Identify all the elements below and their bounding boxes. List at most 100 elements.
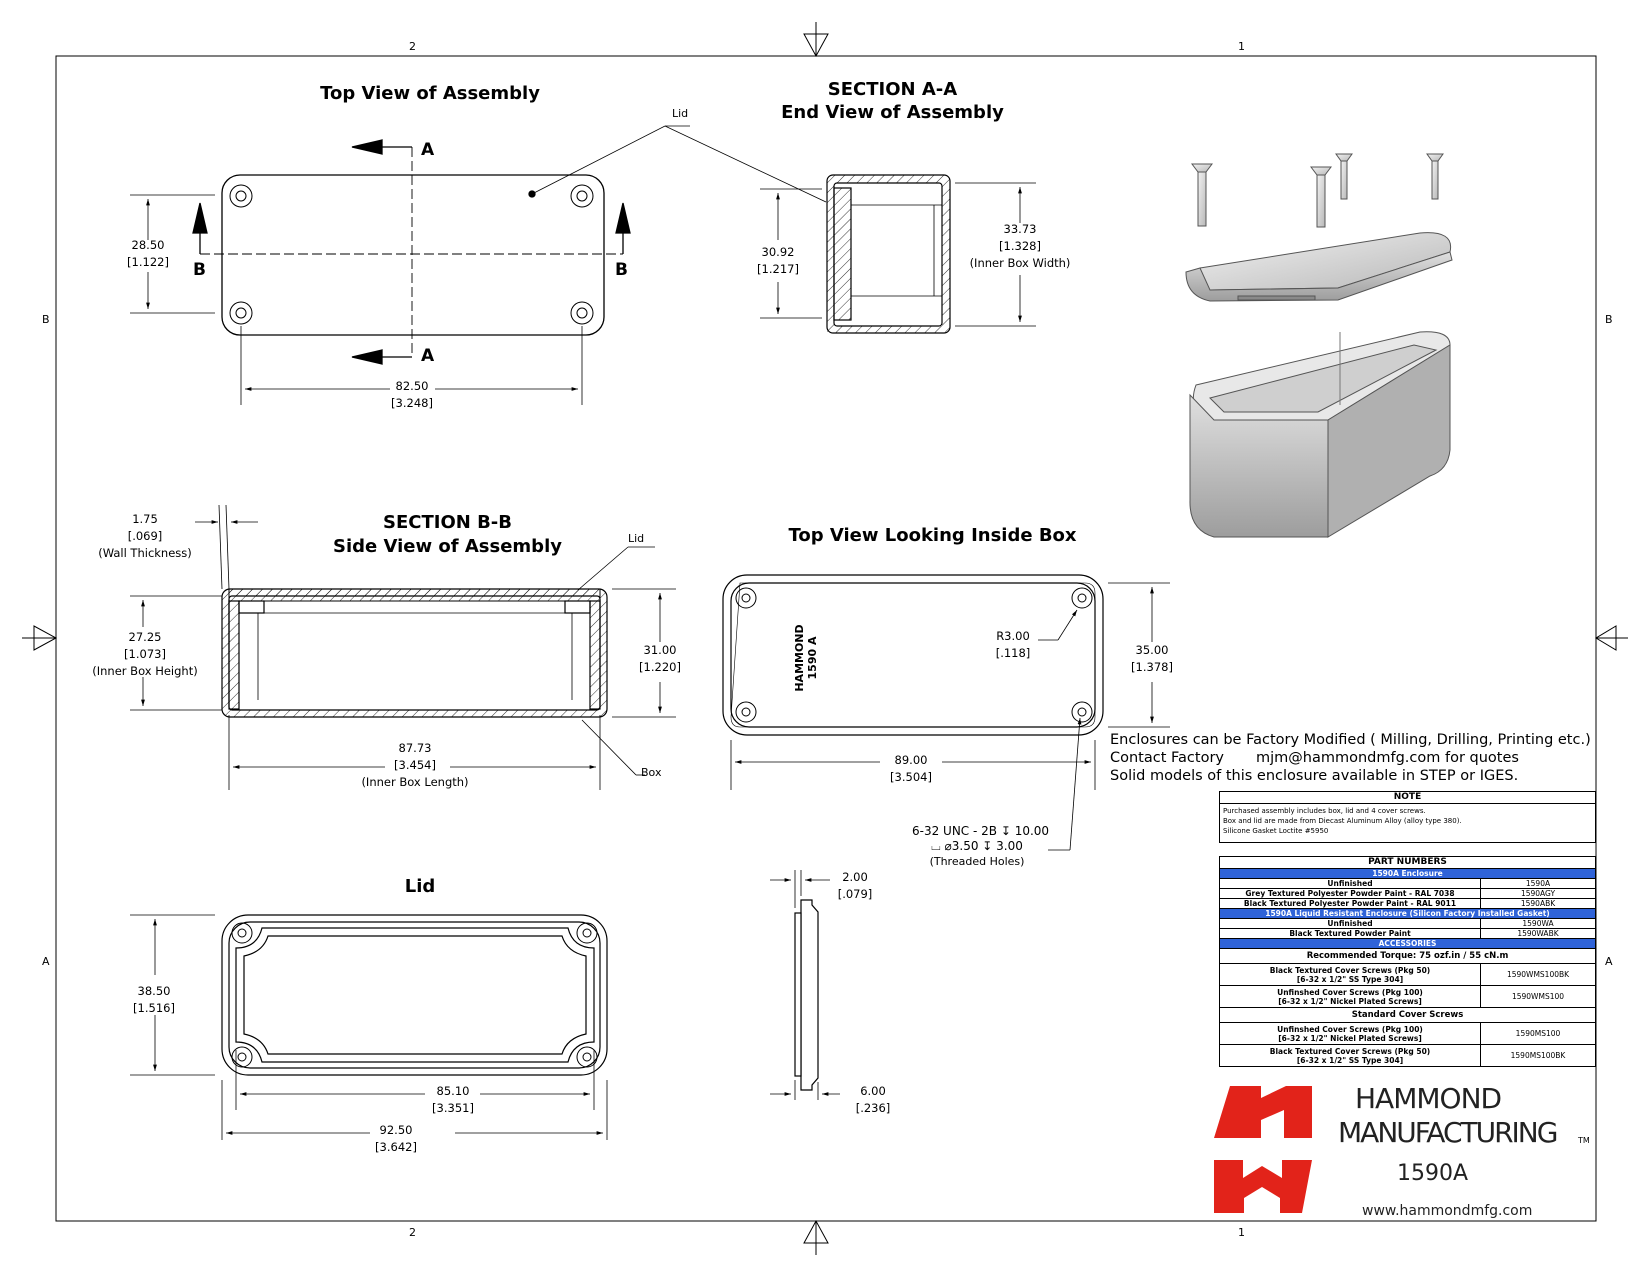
isometric-render [1185,153,1453,538]
part-desc: Unfinshed Cover Screws (Pkg 100)[6-32 x … [1219,985,1481,1008]
section-bb-drawing [130,504,676,790]
dim-inner-length: 87.73 [3.454] (Inner Box Length) [355,740,475,791]
cover-screw [1426,153,1444,200]
standard-screws-header: Standard Cover Screws [1219,1007,1596,1023]
ruler-row-b-right: B [1605,313,1613,326]
dim-note: (Inner Box Width) [969,256,1071,270]
part-desc-line: [6-32 x 1/2" SS Type 304] [1296,1055,1404,1065]
dim-value-mm: 1.75 [132,512,158,526]
section-aa-title-line2: End View of Assembly [781,102,1004,123]
section-aa-title-line1: SECTION A-A [827,79,958,100]
dim-value-mm: 82.50 [395,379,429,393]
table-row: Black Textured Cover Screws (Pkg 50)[6-3… [1219,1044,1596,1067]
dim-value-in: [1.073] [124,647,166,661]
dim-value-mm: 6.00 [860,1084,886,1098]
section-a-label-top: A [421,140,435,160]
lid-title: Lid [404,876,436,897]
dim-value-mm: 31.00 [643,643,677,657]
part-desc: Black Textured Polyester Powder Paint - … [1219,898,1481,909]
dim-value-in: [1.328] [999,239,1041,253]
ruler-row-a-right: A [1605,955,1613,968]
ruler-col-2-top: 2 [409,40,416,53]
dim-note: (Wall Thickness) [98,546,192,560]
part-number: 1590WMS100BK [1480,963,1596,986]
info-line3: Solid models of this enclosure available… [1110,768,1519,784]
ruler-col-1-bottom: 1 [1238,1226,1245,1239]
part-desc-line: Unfinshed Cover Screws (Pkg 100) [1277,987,1423,997]
dim-value-in: [3.642] [375,1140,417,1154]
hole-spec-line1: 6-32 UNC - 2B ↧ 10.00 [912,824,1050,838]
cover-screw [1191,163,1213,227]
part-desc-line: [6-32 x 1/2" SS Type 304] [1296,974,1404,984]
top-view-title: Top View of Assembly [320,83,540,104]
dim-note: (Inner Box Length) [361,775,469,789]
part-desc: Black Textured Powder Paint [1219,928,1481,939]
top-inside-title: Top View Looking Inside Box [788,525,1077,546]
dim-lid-inner: 85.10 [3.351] [425,1083,481,1117]
part-desc: Unfinshed Cover Screws (Pkg 100)[6-32 x … [1219,1022,1481,1045]
lid-drawing [130,870,840,1140]
top-view-inside-drawing [722,574,1170,851]
ruler-row-a-left: A [42,955,50,968]
model-number: 1590A [1397,1161,1469,1186]
section-bb-title-line1: SECTION B-B [383,512,512,533]
dim-value-mm: 92.50 [379,1123,413,1137]
dim-value-mm: 85.10 [436,1084,470,1098]
section-b-label-left: B [193,260,206,280]
note-line: Box and lid are made from Diecast Alumin… [1223,817,1462,825]
part-number: 1590WA [1480,918,1596,929]
dim-note: (Inner Box Height) [92,664,198,678]
dim-value-in: [3.351] [432,1101,474,1115]
dim-value-in: [1.122] [127,255,169,269]
dim-value-in: [.118] [995,646,1031,660]
stamp-line1: HAMMOND [793,624,806,692]
dim-value-in: [3.248] [391,396,433,410]
part-number: 1590A [1480,878,1596,889]
table-row: Unfinshed Cover Screws (Pkg 100)[6-32 x … [1219,1022,1596,1045]
part-desc: Unfinished [1219,918,1481,929]
box-label: Box [641,766,662,779]
part-desc-line: [6-32 x 1/2" Nickel Plated Screws] [1278,1033,1422,1043]
dim-value-in: [1.220] [639,660,681,674]
dim-value-in: [1.516] [133,1001,175,1015]
hole-spec-note: (Threaded Holes) [929,855,1025,868]
dim-bb-height: 31.00 [1.220] [630,642,690,676]
table-row: Unfinshed Cover Screws (Pkg 100)[6-32 x … [1219,985,1596,1008]
dim-height-top: 28.50 [1.122] [118,237,178,271]
dim-value-mm: 35.00 [1135,643,1169,657]
part-desc-line: [6-32 x 1/2" Nickel Plated Screws] [1278,996,1422,1006]
brand-name-line1: HAMMOND [1355,1082,1502,1115]
table-row: Black Textured Cover Screws (Pkg 50)[6-3… [1219,963,1596,986]
section-bb-title-line2: Side View of Assembly [333,536,562,557]
dim-lid-thickness: 6.00 [.236] [848,1083,898,1117]
threaded-hole-callout: 6-32 UNC - 2B ↧ 10.00 ⌴ ⌀3.50 ↧ 3.00 (Th… [912,824,1050,869]
note-title: NOTE [1220,792,1595,804]
part-number: 1590AGY [1480,888,1596,899]
dim-value-in: [3.454] [394,758,436,772]
brand-name-line2: MANUFACTURING [1338,1116,1558,1149]
info-line1: Enclosures can be Factory Modified ( Mil… [1110,732,1591,748]
hammond-logo [1214,1086,1312,1213]
part-desc-line: Unfinshed Cover Screws (Pkg 100) [1277,1024,1423,1034]
dim-length-top: 82.50 [3.248] [382,378,442,412]
dim-value-in: [3.504] [890,770,932,784]
section-a-label-bottom: A [421,346,435,366]
part-number: 1590WMS100 [1480,985,1596,1008]
parts-title: PART NUMBERS [1219,856,1596,869]
trademark-mark: TM [1578,1136,1590,1145]
dim-value-in: [.236] [855,1101,891,1115]
part-number: 1590ABK [1480,898,1596,909]
factory-info: Enclosures can be Factory Modified ( Mil… [1110,731,1591,785]
cover-screw [1335,153,1353,200]
accessories-header: ACCESSORIES [1219,938,1596,949]
section-aa-drawing [664,125,1036,334]
top-view-assembly-drawing [130,125,690,405]
dim-value-mm: 2.00 [842,870,868,884]
note-box: NOTE Purchased assembly includes box, li… [1219,791,1596,843]
dim-radius: R3.00 [.118] [988,628,1038,662]
